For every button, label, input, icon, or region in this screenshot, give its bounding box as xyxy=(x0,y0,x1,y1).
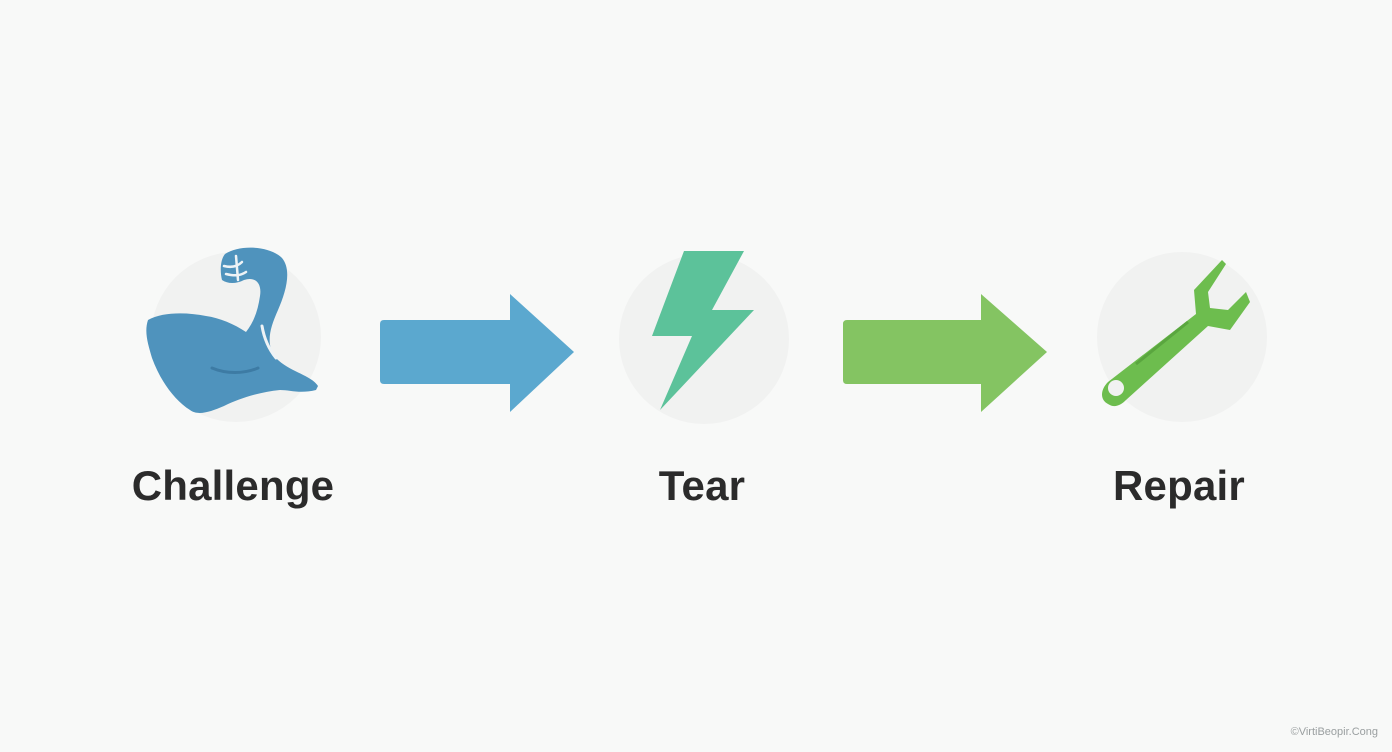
lightning-bolt-icon xyxy=(652,251,754,410)
right-arrow-icon xyxy=(843,294,1047,412)
step-label-tear: Tear xyxy=(658,462,746,509)
step-label-repair: Repair xyxy=(1113,462,1245,509)
flexed-bicep-icon xyxy=(146,247,318,413)
step-label-challenge: Challenge xyxy=(131,462,335,509)
right-arrow-icon xyxy=(380,294,574,412)
wrench-icon xyxy=(1102,260,1250,407)
watermark-credit: ©VirtiBeopir.Cong xyxy=(1290,726,1378,738)
